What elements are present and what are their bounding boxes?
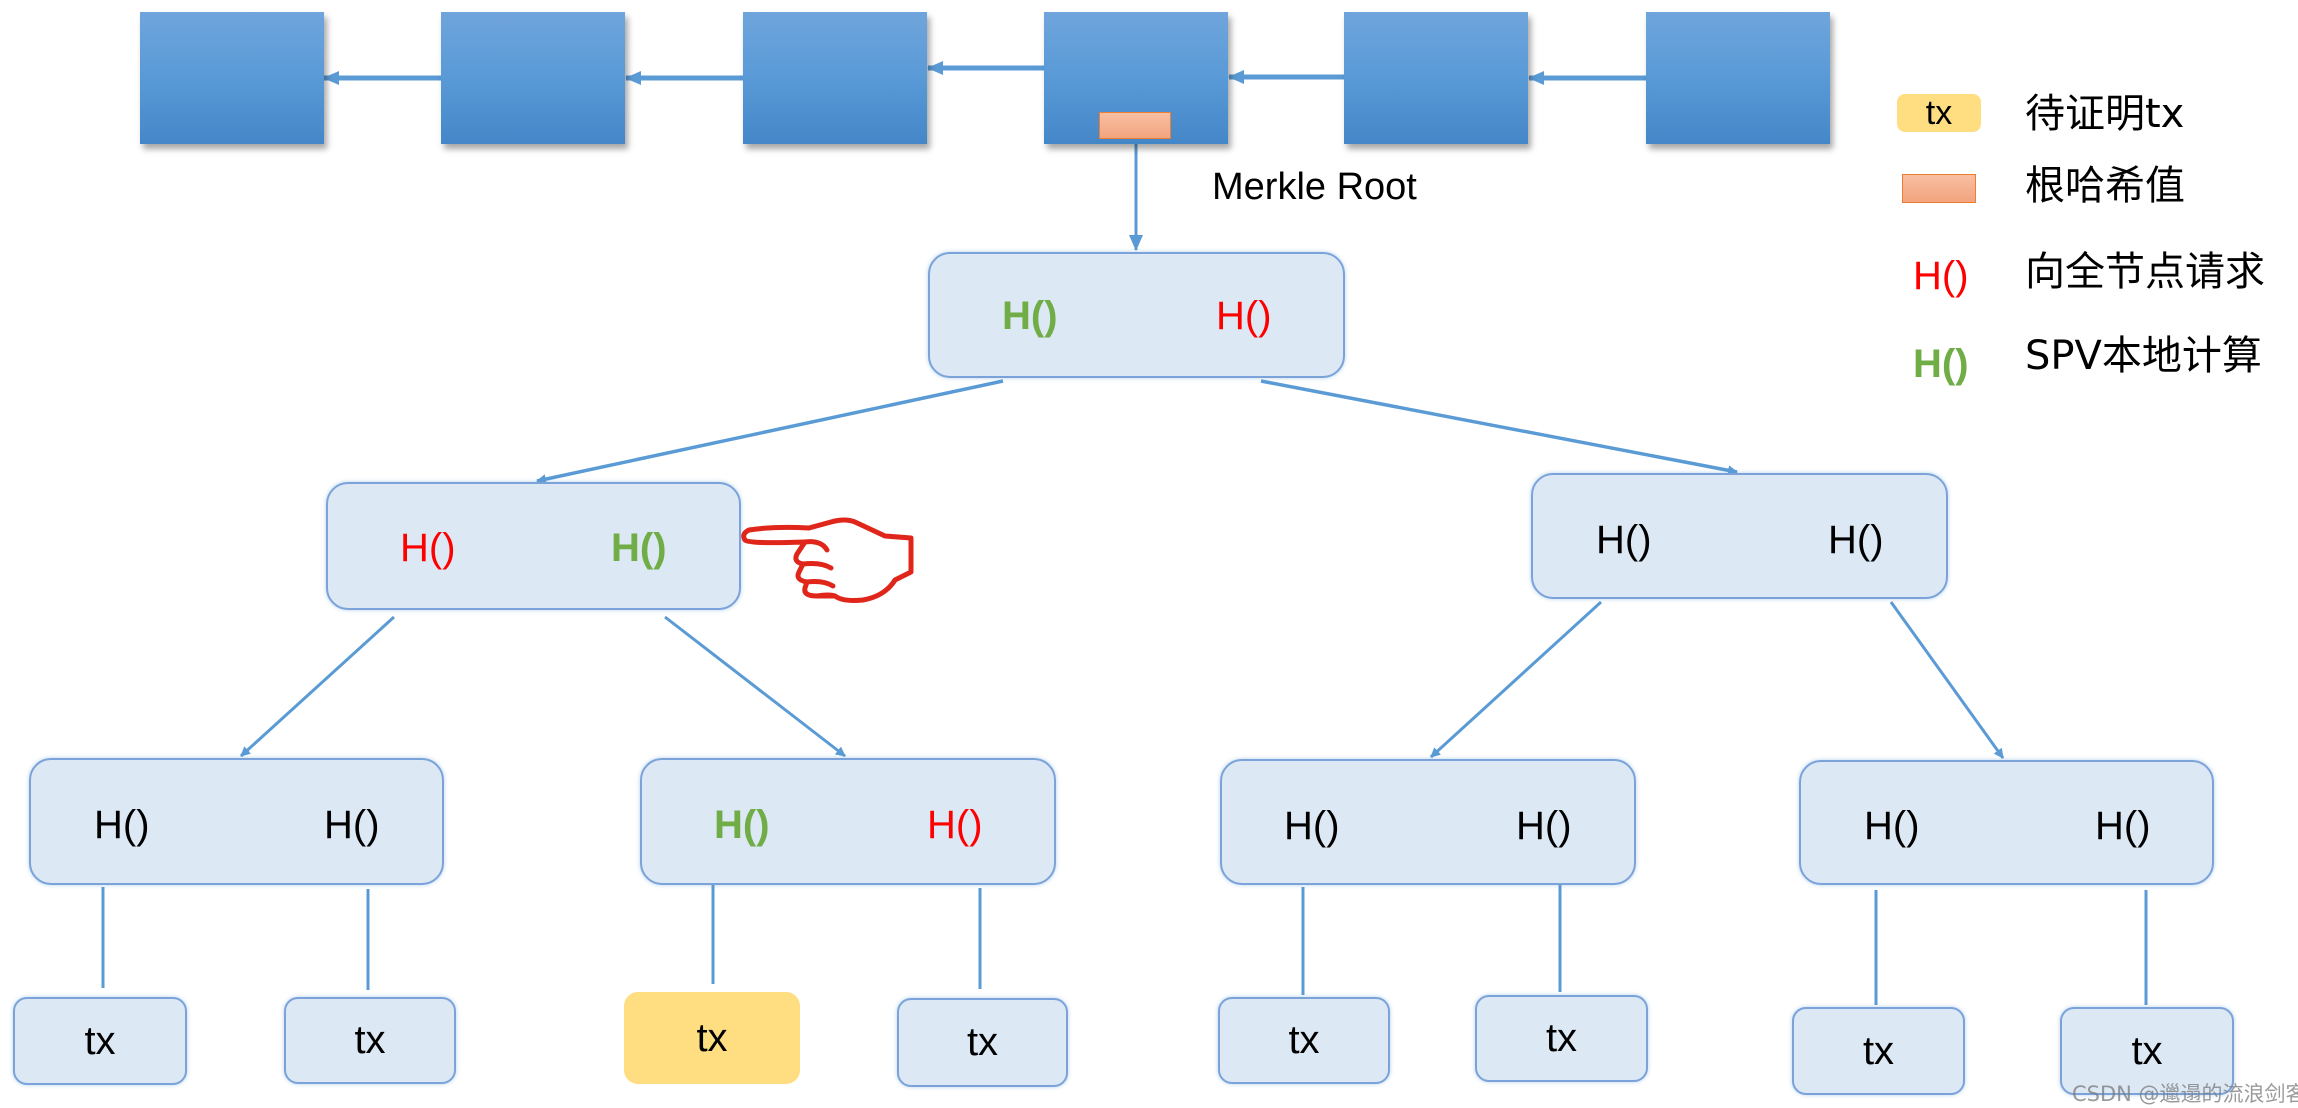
- tx-leaf: tx: [1475, 995, 1648, 1082]
- hash-l3-3-right: H(): [2095, 804, 2151, 848]
- tree-arrow: [536, 379, 1004, 485]
- hash-l3-3-left: H(): [1864, 804, 1920, 848]
- watermark: CSDN @邋遢的流浪剑客: [2072, 1082, 2298, 1106]
- legend-swatch-target-tx: tx: [1897, 94, 1981, 132]
- tx-leaf: tx: [1792, 1007, 1965, 1095]
- merkle-root-hash: [1099, 112, 1171, 139]
- hash-l2-0-left: H(): [400, 526, 456, 570]
- hash-l3-2-right: H(): [1516, 804, 1572, 848]
- tx-leaf: tx: [13, 997, 187, 1085]
- tree-node-l3: [29, 758, 444, 885]
- hash-l2-1-right: H(): [1828, 518, 1884, 562]
- tree-node-l2-right: [1531, 473, 1948, 599]
- tree-arrow: [1260, 379, 1738, 476]
- legend-swatch-root-hash: [1902, 174, 1976, 203]
- hash-l2-0-right: H(): [611, 526, 667, 570]
- hash-l3-1-right: H(): [927, 803, 983, 847]
- tx-leaf: tx: [2060, 1007, 2234, 1095]
- tx-leaf: tx: [1218, 997, 1390, 1084]
- hash-l2-1-left: H(): [1596, 518, 1652, 562]
- tx-leaf: tx: [897, 998, 1068, 1087]
- block: [140, 12, 324, 144]
- tree-node-l3: [640, 758, 1056, 885]
- tree-node-l2-left: [326, 482, 741, 610]
- hash-l3-0-left: H(): [94, 803, 150, 847]
- hash-l3-2-left: H(): [1284, 804, 1340, 848]
- tree-arrow: [664, 615, 846, 758]
- hash-root-left: H(): [1002, 294, 1058, 338]
- tree-arrow: [239, 615, 396, 758]
- merkle-root-label: Merkle Root: [1212, 166, 1417, 208]
- block: [1344, 12, 1528, 144]
- tree-node-root: [928, 252, 1345, 378]
- tree-node-l3: [1220, 759, 1636, 885]
- legend-label-target-tx: 待证明tx: [2025, 91, 2185, 137]
- legend-swatch-request: H(): [1913, 254, 1969, 298]
- block: [743, 12, 927, 144]
- hand-pointing-icon: [741, 517, 914, 603]
- hash-l3-0-right: H(): [324, 803, 380, 847]
- legend-label-local: SPV本地计算: [2025, 333, 2262, 379]
- tree-arrow: [1429, 600, 1603, 759]
- legend-swatch-local: H(): [1913, 342, 1969, 386]
- legend-label-root-hash: 根哈希值: [2025, 163, 2185, 209]
- block: [441, 12, 625, 144]
- block: [1646, 12, 1830, 144]
- legend-label-request: 向全节点请求: [2025, 249, 2265, 295]
- hash-l3-1-left: H(): [714, 803, 770, 847]
- tx-leaf: tx: [284, 997, 456, 1084]
- tree-arrow: [1889, 601, 2005, 759]
- tree-node-l3: [1799, 760, 2214, 885]
- tx-leaf-target: tx: [624, 992, 800, 1084]
- hash-root-right: H(): [1216, 294, 1272, 338]
